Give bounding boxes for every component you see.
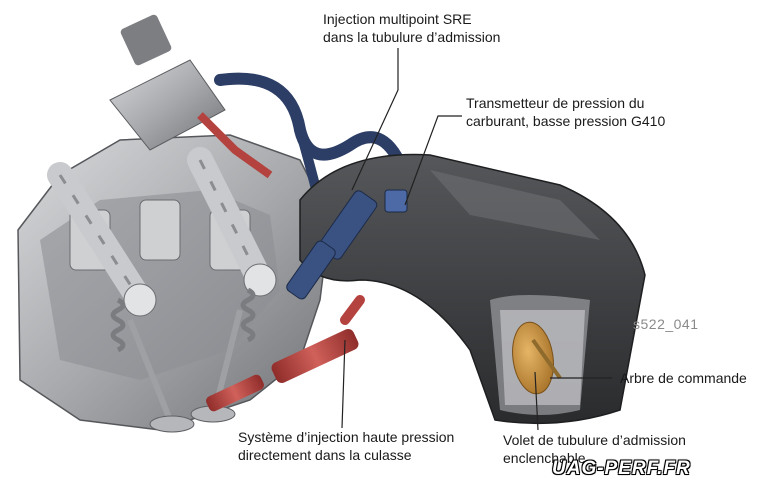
- leader-g410: [404, 115, 462, 206]
- label-g410-line1: Transmetteur de pression du: [466, 95, 645, 111]
- label-injection-hp-line2: directement dans la culasse: [238, 447, 412, 463]
- leader-injection-hp: [341, 339, 346, 429]
- label-volet: Volet de tubulure d’admission enclenchab…: [503, 431, 686, 467]
- label-sre-line2: dans la tubulure d’admission: [323, 29, 501, 45]
- leader-sre: [351, 48, 399, 191]
- intake-manifold: [299, 153, 646, 425]
- sre-injectors: [286, 189, 408, 300]
- label-injection-hp: Système d’injection haute pression direc…: [238, 428, 454, 464]
- label-arbre: Arbre de commande: [620, 369, 747, 387]
- figure-code: s522_041: [633, 316, 699, 332]
- label-volet-line1: Volet de tubulure d’admission: [503, 432, 686, 448]
- label-sre-line1: Injection multipoint SRE: [323, 11, 472, 27]
- direct-injector: [206, 295, 365, 412]
- leader-lines: [341, 48, 612, 431]
- label-arbre-line1: Arbre de commande: [620, 370, 747, 386]
- label-g410-line2: carburant, basse pression G410: [466, 113, 666, 129]
- high-pressure-pump: [109, 14, 273, 179]
- intake-flap: [512, 321, 562, 395]
- leader-volet: [534, 371, 539, 431]
- watermark: UAG-PERF.FR: [552, 458, 691, 479]
- label-sre: Injection multipoint SRE dans la tubulur…: [323, 10, 500, 46]
- label-g410: Transmetteur de pression du carburant, b…: [466, 94, 665, 130]
- camshafts: [47, 147, 277, 317]
- label-volet-line2: enclenchable: [503, 450, 586, 466]
- label-injection-hp-line1: Système d’injection haute pression: [238, 429, 455, 445]
